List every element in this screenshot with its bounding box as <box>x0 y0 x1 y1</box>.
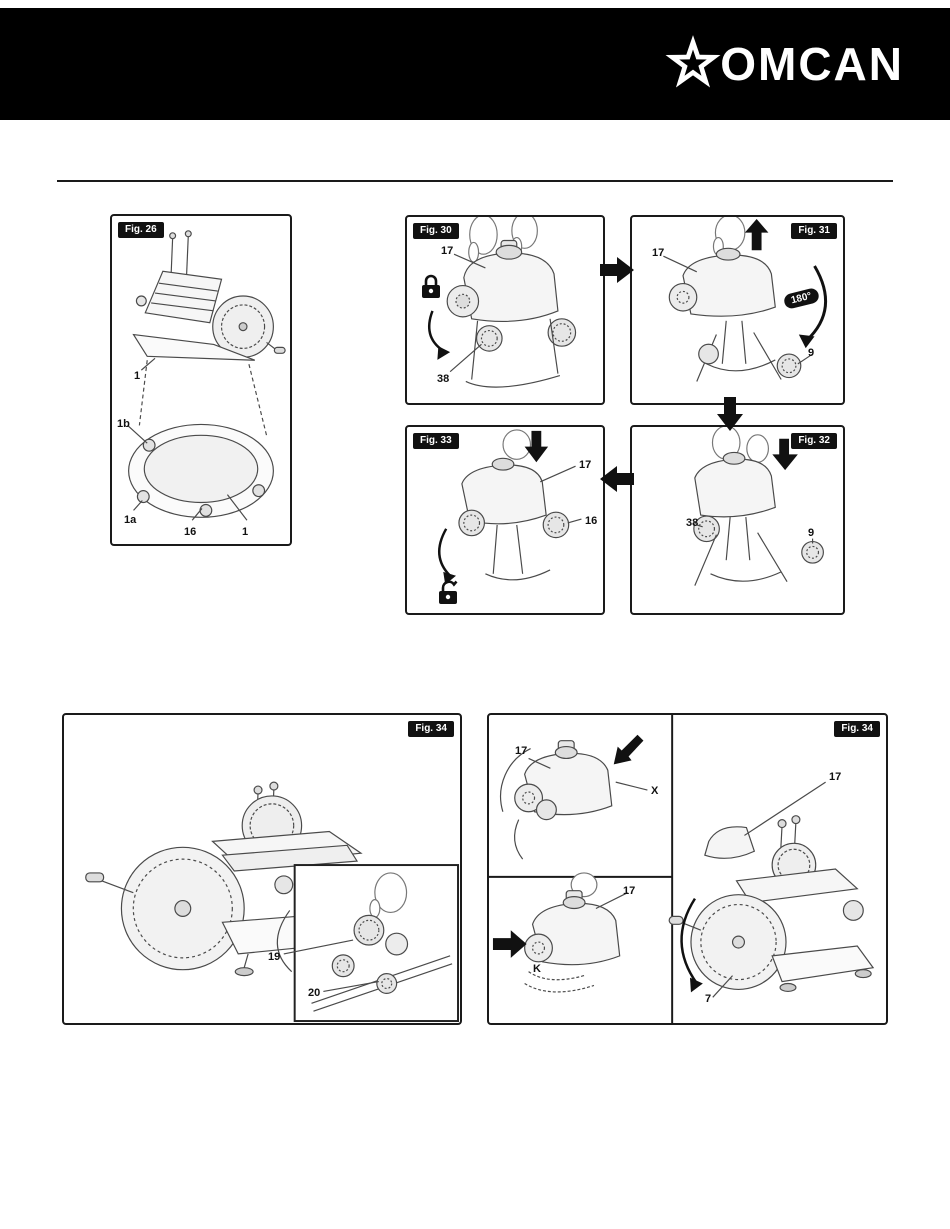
cover-unlock-diagram <box>428 217 577 388</box>
lock-open-icon <box>439 580 458 604</box>
callout-part-1-plate: 1 <box>242 526 249 538</box>
figure-panel-32: Fig. 32 38 9 <box>630 425 845 615</box>
callout-part-16: 16 <box>184 526 197 538</box>
cover-replace-diagram <box>693 427 824 586</box>
arrow-left-icon <box>600 466 634 492</box>
lock-closed-icon <box>422 274 440 298</box>
callout-part-16: 16 <box>585 515 598 527</box>
figure-panel-30: Fig. 30 <box>405 215 605 405</box>
callout-part-1b: 1b <box>117 418 130 430</box>
callout-part-19: 19 <box>268 951 281 963</box>
brand-name: OMCAN <box>720 38 904 90</box>
brand-logo: OMCAN <box>662 33 904 95</box>
callout-part-17: 17 <box>652 247 665 259</box>
figure-panel-26: Fig. 26 <box>110 214 292 546</box>
figure-label: Fig. 33 <box>413 433 459 449</box>
callout-part-17: 17 <box>579 459 592 471</box>
section-divider <box>57 180 893 182</box>
callout-part-1a: 1a <box>124 514 137 526</box>
figure-panel-34-right: Fig. 34 <box>487 713 888 1025</box>
star-icon <box>665 35 721 88</box>
callout-part-38: 38 <box>686 517 699 529</box>
figure-label: Fig. 26 <box>118 222 164 238</box>
figure-label: Fig. 31 <box>791 223 837 239</box>
callout-part-1: 1 <box>134 370 141 382</box>
callout-part-9: 9 <box>808 527 815 539</box>
figure-label: Fig. 30 <box>413 223 459 239</box>
arrow-right-icon <box>600 257 634 283</box>
figure-panel-31: Fig. 31 <box>630 215 845 405</box>
callout-point-x: X <box>651 785 659 797</box>
callout-part-20: 20 <box>308 987 321 999</box>
callout-point-k: K <box>533 963 541 975</box>
callout-part-17: 17 <box>515 745 528 757</box>
figure-label: Fig. 32 <box>791 433 837 449</box>
header-bar: OMCAN <box>0 8 950 120</box>
callout-part-17: 17 <box>623 885 636 897</box>
callout-part-17: 17 <box>441 245 454 257</box>
callout-part-9: 9 <box>808 347 815 359</box>
cover-mount-diagram <box>489 715 875 1023</box>
slicer-base-diagram <box>127 230 286 521</box>
figure-panel-33: Fig. 33 17 <box>405 425 605 615</box>
figure-panel-34-left: Fig. 34 <box>62 713 462 1025</box>
cover-lock-diagram <box>438 429 582 585</box>
slicer-adjustment-diagram <box>85 781 460 1023</box>
arrow-down-icon <box>717 397 743 431</box>
figure-label: Fig. 34 <box>408 721 454 737</box>
callout-part-38: 38 <box>437 373 450 385</box>
cover-rotate-diagram <box>663 217 828 382</box>
callout-part-17: 17 <box>829 771 842 783</box>
callout-part-7: 7 <box>705 993 712 1005</box>
figure-label: Fig. 34 <box>834 721 880 737</box>
